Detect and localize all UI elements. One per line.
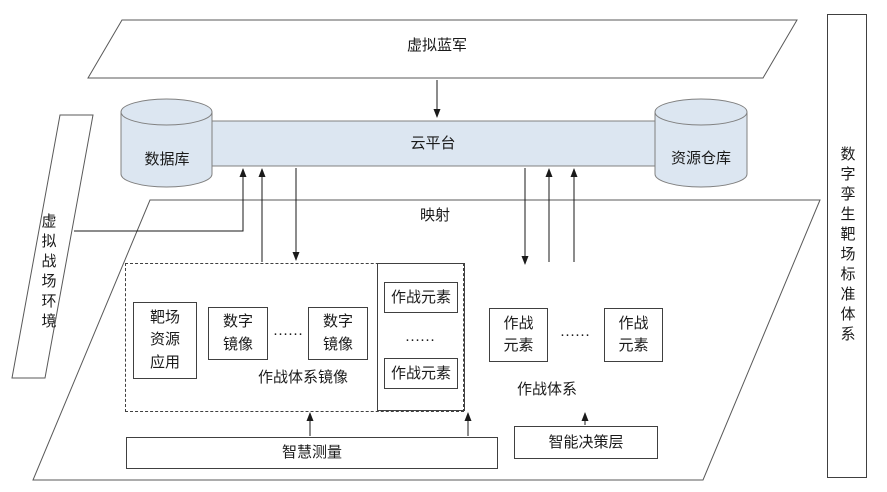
combat-system-caption: 作战体系: [516, 382, 577, 398]
digital-mirror-box-1: 数字镜像: [208, 307, 268, 360]
database-cylinder-top: [120, 98, 213, 126]
database-label: 数据库: [144, 152, 190, 168]
cloud-platform-label: 云平台: [410, 136, 456, 152]
element-column-box: [377, 263, 465, 411]
combat-element-bottom-label: 作战元素: [390, 365, 451, 382]
standard-system-label: 数字孪生靶场标准体系: [838, 146, 855, 346]
virtual-battlefield-label: 虚拟战场环境: [39, 212, 56, 333]
database-cylinder-body: [120, 111, 213, 188]
cloud-pipe: [165, 120, 702, 167]
virtual-blue-army-parallelogram: [87, 19, 798, 79]
combat-ellipsis: ……: [560, 324, 590, 340]
mirror-group-caption: 作战体系镜像: [257, 370, 348, 386]
repository-label: 资源仓库: [670, 151, 731, 167]
combat-element-top-box: 作战元素: [384, 282, 458, 313]
digital-mirror-box-2: 数字镜像: [308, 307, 368, 360]
combat-element-label-2: 作战元素: [618, 315, 649, 355]
intelligent-decision-box: 智能决策层: [514, 426, 658, 459]
range-resource-app-box: 靶场资源应用: [133, 302, 197, 379]
combat-element-top-label: 作战元素: [390, 289, 451, 306]
virtual-battlefield-parallelogram: [11, 114, 94, 379]
repository-cylinder-body: [654, 111, 748, 188]
range-resource-app-label: 靶场资源应用: [150, 309, 181, 371]
mapping-label: 映射: [419, 208, 450, 224]
combat-element-bottom-box: 作战元素: [384, 358, 458, 389]
combat-element-box-1: 作战元素: [489, 308, 548, 362]
combat-system-parallelogram: [32, 199, 821, 481]
intelligent-decision-label: 智能决策层: [548, 434, 624, 451]
standard-system-panel: 数字孪生靶场标准体系: [827, 14, 867, 478]
virtual-blue-army-label: 虚拟蓝军: [406, 38, 467, 54]
repository-cylinder-top: [654, 98, 748, 126]
mirror-ellipsis: ……: [273, 323, 303, 339]
digital-mirror-label-2: 数字镜像: [323, 314, 354, 353]
arrow-environment-to-cloud: [74, 168, 247, 232]
combat-element-label-1: 作战元素: [503, 315, 534, 355]
element-column-ellipsis: ……: [405, 329, 435, 345]
combat-element-box-2: 作战元素: [604, 308, 663, 362]
mirror-group-dashed-box: [125, 263, 464, 412]
digital-mirror-label-1: 数字镜像: [223, 314, 254, 353]
smart-measurement-label: 智慧测量: [281, 445, 342, 461]
smart-measurement-box: 智慧测量: [126, 437, 498, 469]
